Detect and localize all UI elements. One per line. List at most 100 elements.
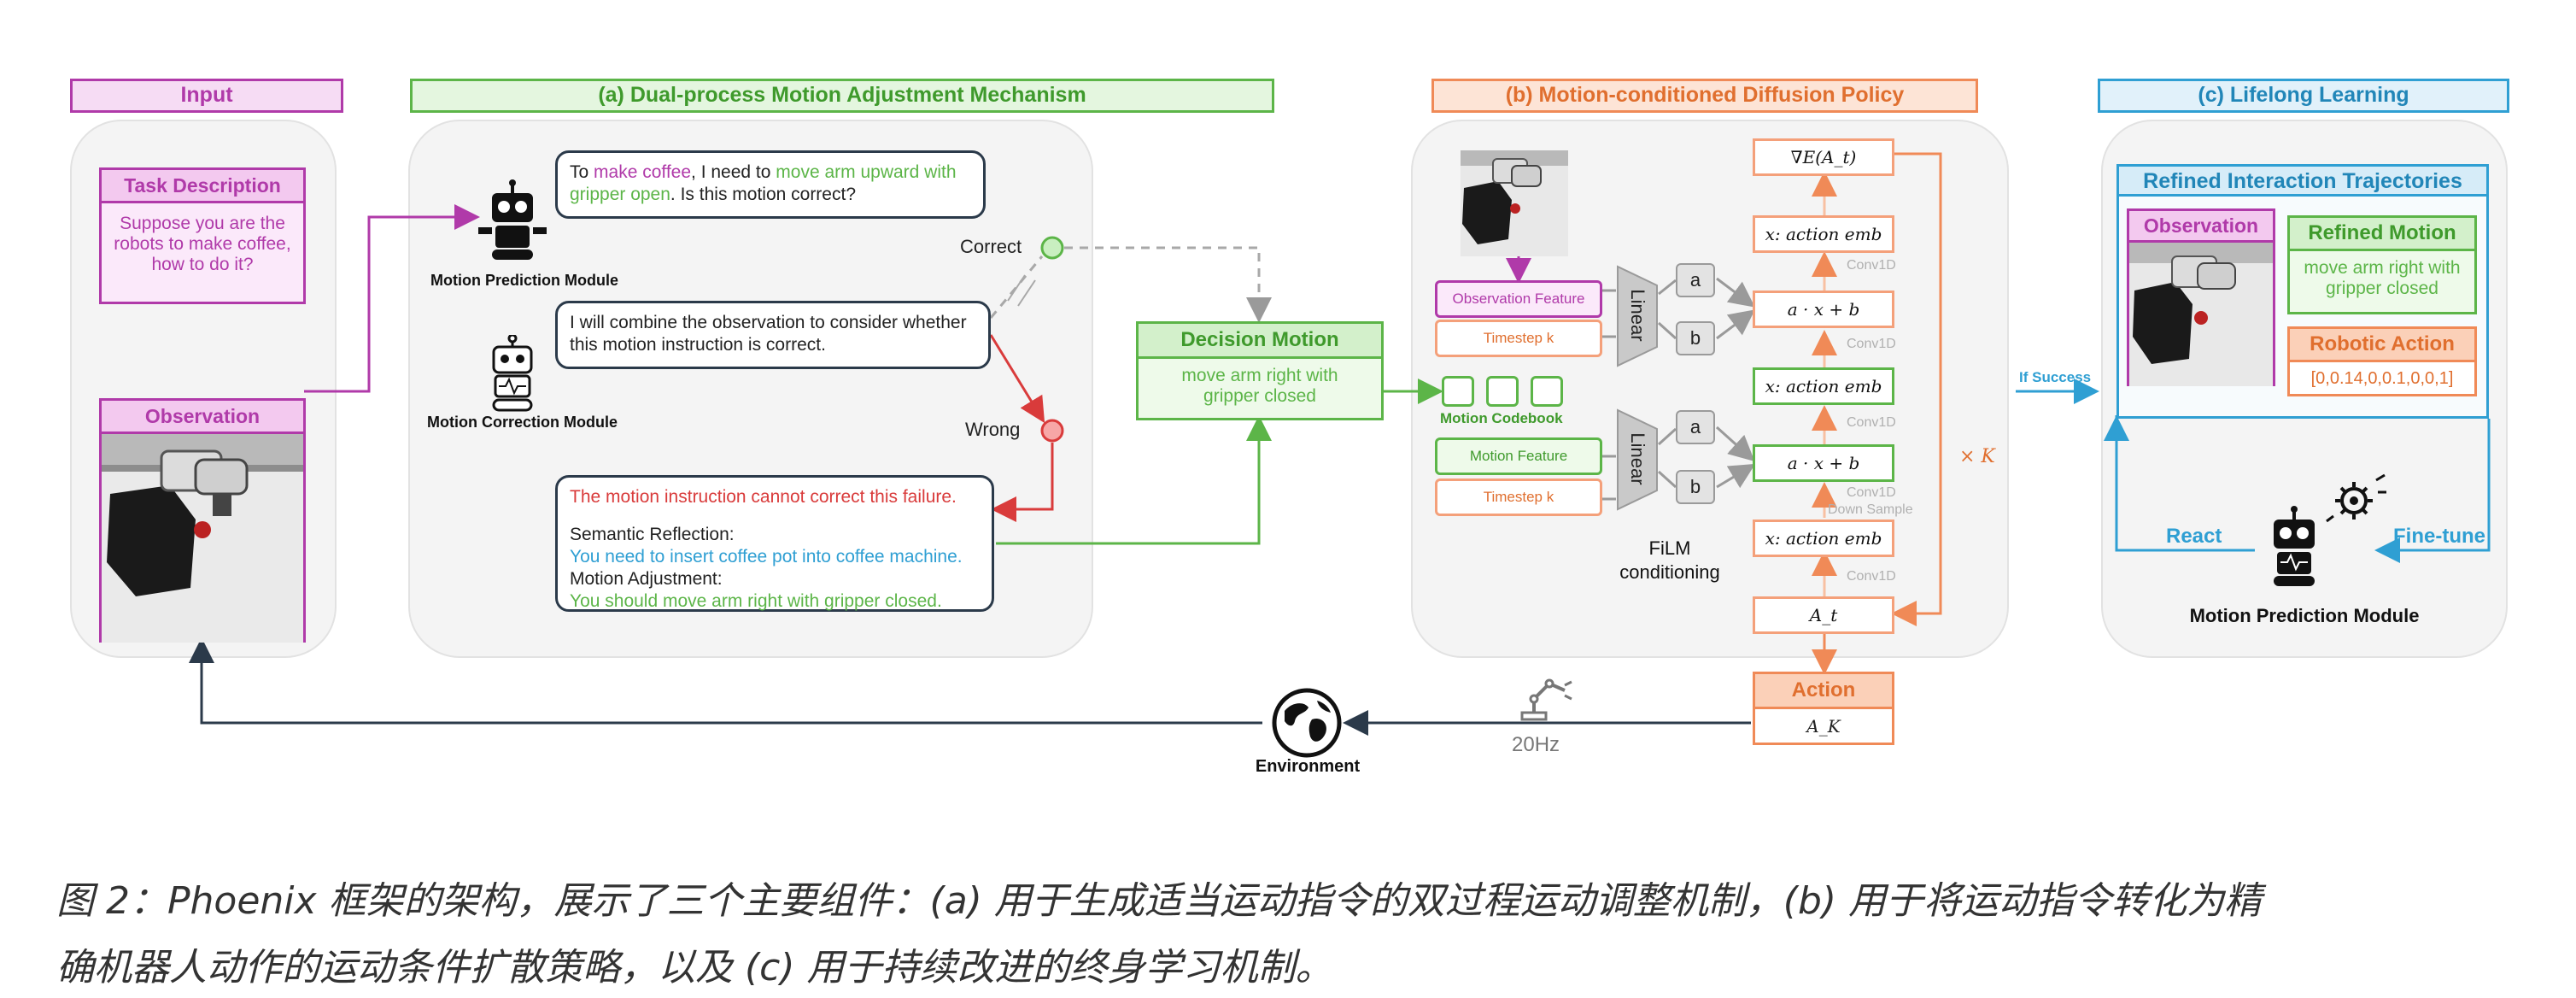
linear-label-2: Linear <box>1627 432 1648 485</box>
task-description-text: Suppose you are the robots to make coffe… <box>114 214 291 274</box>
film-conditioning-label: FiLM conditioning <box>1619 537 1720 583</box>
prediction-module-label: Motion Prediction Module <box>430 272 618 289</box>
affine-box-1: a · x + b <box>1753 291 1894 328</box>
conv1d-label-1: Conv1D <box>1847 258 1896 273</box>
react-arrow <box>2104 415 2255 552</box>
task-description-title: Task Description <box>102 170 303 203</box>
lifelong-observation-card: Observation <box>2127 208 2275 386</box>
semantic-reflection-label: Semantic Reflection: <box>570 525 735 544</box>
diffusion-title: (b) Motion-conditioned Diffusion Policy <box>1431 79 1978 113</box>
bubble1-text-b: make coffee <box>594 162 692 182</box>
bubble2-text: I will combine the observation to consid… <box>570 313 967 355</box>
gradient-energy-box: ∇E(A_t) <box>1753 138 1894 176</box>
robotic-action-title: Robotic Action <box>2290 329 2474 362</box>
if-success-label: If Success <box>2019 369 2092 385</box>
conv1d-label-4: Conv1D <box>1847 485 1896 500</box>
correction-bubble: I will combine the observation to consid… <box>555 301 991 369</box>
correction-module-label: Motion Correction Module <box>427 414 618 431</box>
lifelong-robot-icon <box>2274 506 2315 586</box>
at-box: A_t <box>1753 596 1894 634</box>
obs-to-prediction-arrow <box>304 204 480 393</box>
refined-trajectories-title: Refined Interaction Trajectories <box>2116 164 2489 197</box>
linear-layer-2 <box>1617 408 1658 511</box>
b-box-1: b <box>1676 321 1715 355</box>
finetune-label: Fine-tune <box>2393 525 2485 548</box>
robot-arm-icon <box>1520 678 1572 721</box>
lifelong-observation-title: Observation <box>2129 211 2273 243</box>
task-description-card: Task Description Suppose you are the rob… <box>99 167 306 304</box>
figure-caption-line-2: 确机器人动作的运动条件扩散策略，以及 (c) 用于持续改进的终身学习机制。 <box>56 946 1333 989</box>
times-k-label: × K <box>1959 446 1995 467</box>
globe-icon <box>1272 688 1342 758</box>
failure-text: The motion instruction cannot correct th… <box>570 487 957 507</box>
timestep-box-2: Timestep k <box>1435 478 1602 516</box>
adjust-to-decision-arrow <box>996 415 1272 545</box>
failure-bubble: The motion instruction cannot correct th… <box>555 475 994 612</box>
motion-adjustment-label: Motion Adjustment: <box>570 569 723 589</box>
environment-label: Environment <box>1255 757 1361 776</box>
robotic-action-text: [0,0.14,0,0.1,0,0,1] <box>2310 369 2454 388</box>
input-observation-card: Observation <box>99 398 306 643</box>
robotic-action-card: Robotic Action [0,0.14,0,0.1,0,0,1] <box>2287 326 2477 396</box>
input-title: Input <box>70 79 343 113</box>
motion-adjustment-text: You should move arm right with gripper c… <box>570 591 942 611</box>
codebook-cell-3 <box>1531 376 1563 407</box>
prediction-robot-icon <box>478 179 547 260</box>
a-box-2: a <box>1676 410 1715 444</box>
bubble1-text-c: , I need to <box>691 162 776 182</box>
a-box-1: a <box>1676 263 1715 297</box>
conv1d-label-3: Conv1D <box>1847 415 1896 430</box>
linear-label-1: Linear <box>1627 289 1648 342</box>
dual-process-title: (a) Dual-process Motion Adjustment Mecha… <box>410 79 1274 113</box>
correct-node <box>1040 236 1064 260</box>
semantic-reflection-text: You need to insert coffee pot into coffe… <box>570 547 963 567</box>
codebook-cell-1 <box>1442 376 1474 407</box>
loop-k-arrow <box>1891 152 1942 626</box>
wrong-to-failure-arrow <box>991 443 1054 522</box>
codebook-cell-2 <box>1486 376 1519 407</box>
gear-icon <box>2326 473 2386 523</box>
bubble-to-correct-dashed <box>989 255 1044 319</box>
observation-feature-box: Observation Feature <box>1435 280 1602 318</box>
action-emb-box-3: x: action emb <box>1753 520 1894 557</box>
conv1d-label-5: Conv1D <box>1847 569 1896 584</box>
refined-motion-title: Refined Motion <box>2290 218 2474 251</box>
wrong-red-arrow <box>989 334 1045 424</box>
input-observation-title: Observation <box>102 401 303 434</box>
finetune-arrow <box>2374 419 2491 563</box>
linear-layer-1 <box>1617 265 1658 367</box>
decision-motion-card: Decision Motion move arm right with grip… <box>1136 321 1384 420</box>
wrong-label: Wrong <box>965 419 1021 440</box>
motion-codebook-label: Motion Codebook <box>1440 410 1563 426</box>
diffusion-observation-image <box>1461 150 1568 256</box>
frequency-label: 20Hz <box>1512 733 1560 756</box>
ak-label: A_K <box>1806 716 1841 737</box>
env-to-obs-arrow <box>189 637 1262 725</box>
affine-box-2: a · x + b <box>1753 444 1894 482</box>
decision-motion-text: move arm right with gripper closed <box>1181 366 1338 406</box>
prediction-bubble: To make coffee, I need to move arm upwar… <box>555 150 986 219</box>
action-title: Action <box>1755 674 1892 709</box>
correct-label: Correct <box>960 236 1022 257</box>
action-emb-box-2: x: action emb <box>1753 367 1894 405</box>
lifelong-robot-image <box>2129 243 2273 386</box>
refined-motion-card: Refined Motion move arm right with gripp… <box>2287 215 2477 314</box>
correct-dashed-arrow <box>1064 246 1272 323</box>
bubble1-text-e: . Is this motion correct? <box>670 185 856 204</box>
timestep-box-1: Timestep k <box>1435 320 1602 357</box>
b-box-2: b <box>1676 470 1715 504</box>
conv1d-label-2: Conv1D <box>1847 337 1896 351</box>
bubble1-text-d: move arm upward with gripper open <box>570 162 957 204</box>
bubble1-text-a: To <box>570 162 594 182</box>
wrong-node <box>1040 419 1064 443</box>
correction-robot-icon <box>492 335 533 412</box>
decision-motion-title: Decision Motion <box>1139 324 1381 359</box>
lifelong-title: (c) Lifelong Learning <box>2098 79 2509 113</box>
motion-feature-box: Motion Feature <box>1435 437 1602 475</box>
refined-motion-text: move arm right with gripper closed <box>2304 258 2461 298</box>
figure-caption-line-1: 图 2：Phoenix 框架的架构，展示了三个主要组件：(a) 用于生成适当运动… <box>56 879 2263 923</box>
action-emb-box-1: x: action emb <box>1753 215 1894 253</box>
down-sample-label: Down Sample <box>1828 502 1913 517</box>
lifelong-module-label: Motion Prediction Module <box>2189 605 2420 626</box>
